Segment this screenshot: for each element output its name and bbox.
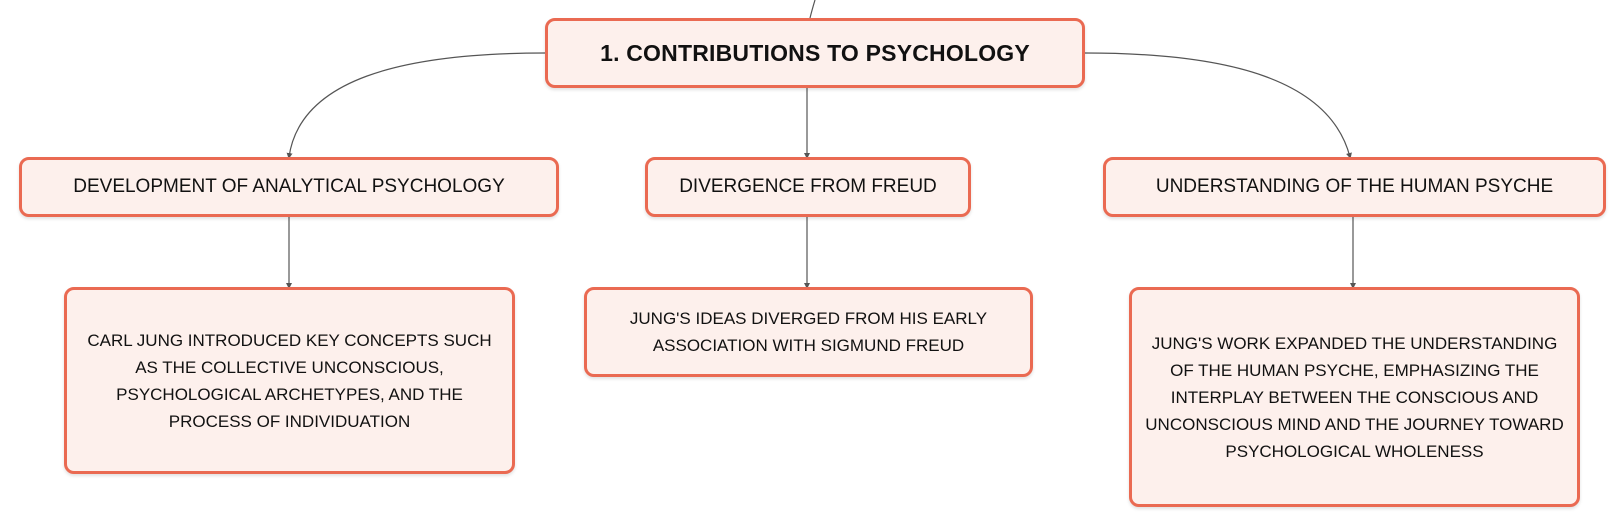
topic-node-label: DIVERGENCE FROM FREUD (679, 176, 937, 197)
detail-node-human-psyche[interactable]: JUNG'S WORK EXPANDED THE UNDERSTANDING O… (1129, 287, 1580, 507)
connector-root-topic-1 (286, 52, 546, 159)
topic-node-label: DEVELOPMENT OF ANALYTICAL PSYCHOLOGY (73, 176, 505, 197)
topic-node-label: UNDERSTANDING OF THE HUMAN PSYCHE (1155, 176, 1554, 197)
topic-node-analytical-psychology[interactable]: DEVELOPMENT OF ANALYTICAL PSYCHOLOGY (19, 157, 559, 217)
detail-node-analytical-psychology[interactable]: CARL JUNG INTRODUCED KEY CONCEPTS SUCH A… (64, 287, 515, 474)
detail-node-text: CARL JUNG INTRODUCED KEY CONCEPTS SUCH A… (87, 330, 492, 431)
detail-node-text: JUNG'S WORK EXPANDED THE UNDERSTANDING O… (1145, 333, 1564, 461)
detail-node-divergence-from-freud[interactable]: JUNG'S IDEAS DIVERGED FROM HIS EARLY ASS… (584, 287, 1033, 377)
root-node[interactable]: 1. CONTRIBUTIONS TO PSYCHOLOGY (545, 18, 1085, 88)
connector-to-parent (809, 0, 816, 19)
topic-node-human-psyche[interactable]: UNDERSTANDING OF THE HUMAN PSYCHE (1103, 157, 1606, 217)
topic-node-divergence-from-freud[interactable]: DIVERGENCE FROM FREUD (645, 157, 971, 217)
root-node-label: 1. CONTRIBUTIONS TO PSYCHOLOGY (600, 39, 1030, 66)
detail-node-text: JUNG'S IDEAS DIVERGED FROM HIS EARLY ASS… (629, 309, 988, 355)
connector-root-topic-3 (1084, 52, 1352, 159)
